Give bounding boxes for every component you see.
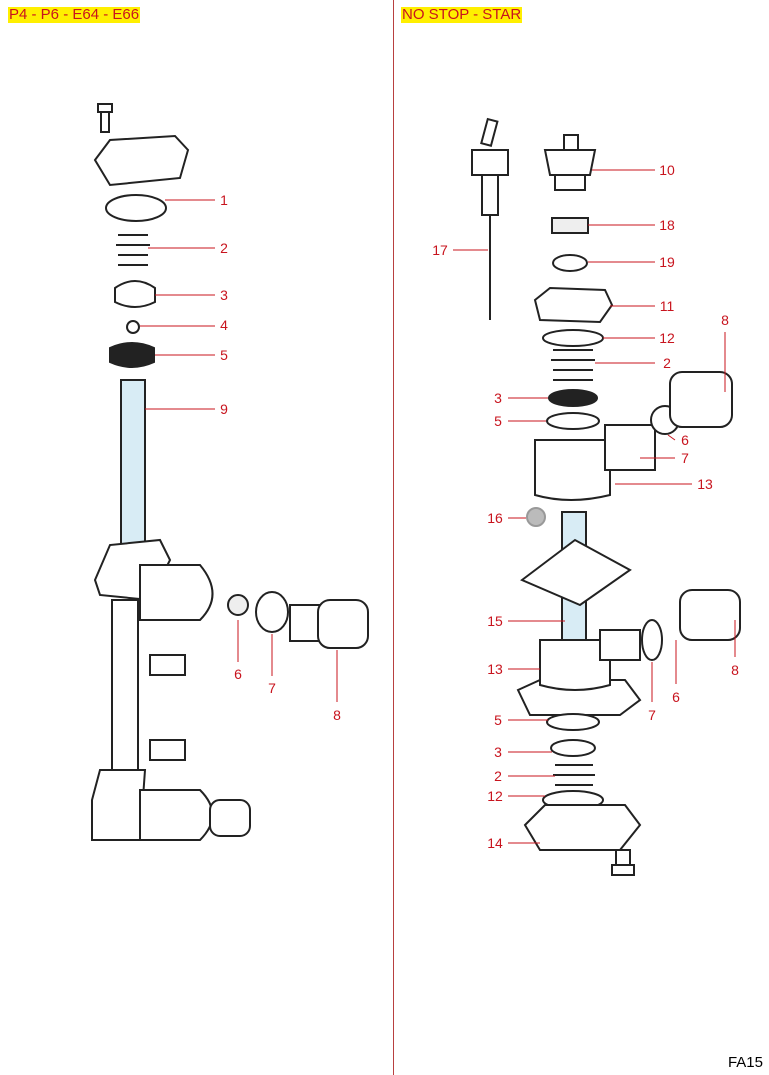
- left-assembly: [91, 103, 369, 841]
- callout-5: 5: [494, 413, 502, 429]
- callout-17: 17: [432, 242, 448, 258]
- callout-3: 3: [494, 390, 502, 406]
- callout-6: 6: [234, 666, 242, 682]
- section-divider: [393, 0, 394, 1075]
- callout-7: 7: [648, 707, 656, 723]
- callout-12: 12: [487, 788, 503, 804]
- right-section-title: NO STOP - STAR: [401, 6, 523, 23]
- callout-15: 15: [487, 613, 503, 629]
- callout-2: 2: [494, 768, 502, 784]
- callout-6: 6: [672, 689, 680, 705]
- callout-18: 18: [659, 217, 675, 233]
- callout-13: 13: [697, 476, 713, 492]
- callout-6: 6: [681, 432, 689, 448]
- callout-16: 16: [487, 510, 503, 526]
- callout-3: 3: [494, 744, 502, 760]
- callout-14: 14: [487, 835, 503, 851]
- callout-19: 19: [659, 254, 675, 270]
- callout-8: 8: [721, 312, 729, 328]
- callout-4: 4: [220, 317, 228, 333]
- callout-11: 11: [659, 298, 675, 314]
- callout-13: 13: [487, 661, 503, 677]
- callout-3: 3: [220, 287, 228, 303]
- callout-8: 8: [333, 707, 341, 723]
- callout-8: 8: [731, 662, 739, 678]
- page-code: FA15: [727, 1054, 763, 1071]
- callout-5: 5: [494, 712, 502, 728]
- callout-5: 5: [220, 347, 228, 363]
- left-section-title: P4 - P6 - E64 - E66: [8, 6, 141, 23]
- callout-9: 9: [220, 401, 228, 417]
- callout-12: 12: [659, 330, 675, 346]
- callout-7: 7: [681, 450, 689, 466]
- callout-2: 2: [220, 240, 228, 256]
- leader-lines: [140, 169, 736, 844]
- right-assembly: [471, 117, 741, 876]
- callout-1: 1: [220, 192, 228, 208]
- callout-7: 7: [268, 680, 276, 696]
- callout-10: 10: [659, 162, 675, 178]
- callout-2: 2: [663, 355, 671, 371]
